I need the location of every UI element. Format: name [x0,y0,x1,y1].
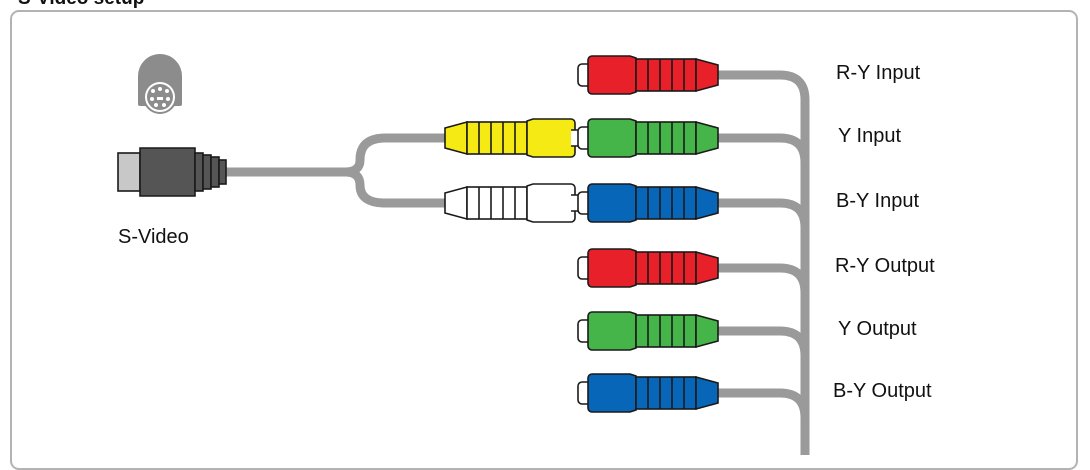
s-video-port-icon [138,54,182,114]
s-video-plug-icon [117,147,227,197]
adapter-cable [344,167,450,208]
s-video-label: S-Video [118,226,189,248]
rca-plugs [444,55,719,413]
port-cable [715,326,810,357]
port-label: R-Y Input [836,62,921,84]
port-cable [715,133,810,164]
port-cable [715,388,810,419]
rca-plug-icon [444,183,586,223]
page-title: S-Video setup [18,0,144,10]
adapter-cable [225,133,450,177]
port-cable [715,198,810,229]
port-label: R-Y Output [835,255,935,277]
port-label: Y Output [838,318,917,340]
rca-plug-icon [577,248,719,288]
port-label: Y Input [838,125,902,147]
port-cable [715,263,810,294]
port-label: B-Y Input [836,190,920,212]
rca-plug-icon [577,311,719,351]
cables [225,70,810,455]
rca-plug-icon [577,373,719,413]
cable-diagram [117,54,810,455]
rca-plug-icon [577,183,719,223]
rca-plug-icon [577,55,719,95]
port-cable [715,70,810,101]
rca-plug-icon [444,118,586,158]
port-label: B-Y Output [833,380,932,402]
rca-plug-icon [577,118,719,158]
